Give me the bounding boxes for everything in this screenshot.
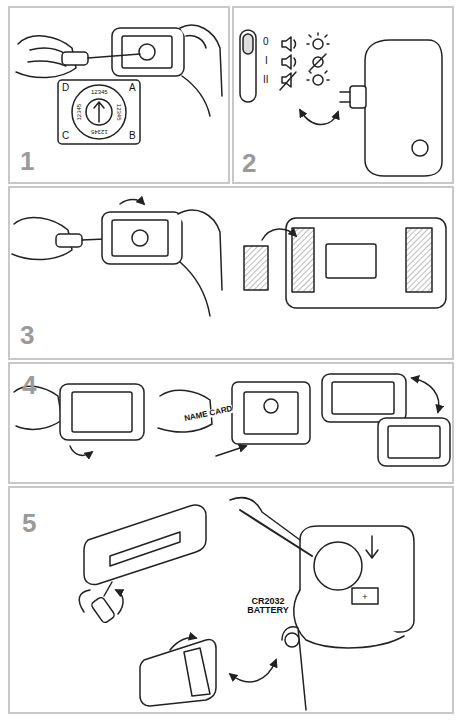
dial-digits: 12345 bbox=[91, 129, 108, 135]
dial-letter: B bbox=[129, 131, 136, 142]
switch-position: I bbox=[265, 56, 268, 67]
step-number: 2 bbox=[242, 150, 256, 176]
battery-label: CR2032 BATTERY bbox=[245, 597, 291, 616]
step-panel: 2 bbox=[232, 6, 454, 184]
dial-digits: 12345 bbox=[91, 89, 108, 95]
dial-digits: 12345 bbox=[76, 104, 82, 121]
dial-letter: C bbox=[62, 131, 69, 142]
step-number: 4 bbox=[22, 372, 36, 398]
step-panel: 5 bbox=[8, 486, 454, 714]
dial-letter: D bbox=[62, 83, 69, 94]
step-number: 1 bbox=[20, 148, 34, 174]
dial-letter: A bbox=[129, 83, 136, 94]
step-panel: 4 bbox=[8, 362, 454, 484]
step-panel: 1 bbox=[8, 6, 230, 184]
svg-text:+: + bbox=[362, 592, 367, 602]
dial-digits: 12345 bbox=[116, 104, 122, 121]
step-number: 5 bbox=[22, 510, 36, 536]
switch-position: 0 bbox=[263, 37, 269, 48]
switch-position: II bbox=[263, 75, 269, 86]
step-number: 3 bbox=[20, 322, 34, 348]
step-panel: 3 bbox=[8, 186, 454, 360]
